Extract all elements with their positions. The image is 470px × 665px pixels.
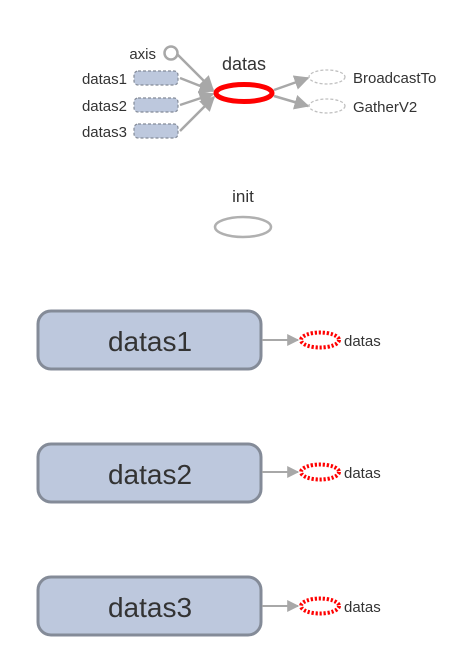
input-label: axis	[129, 46, 156, 63]
placeholder-node-icon	[133, 123, 179, 139]
output-broadcastto[interactable]: BroadcastTo	[308, 69, 436, 87]
constant-node-icon	[163, 45, 179, 61]
output-edges	[273, 75, 310, 110]
node-box	[36, 309, 263, 371]
edge-datas3	[179, 95, 216, 132]
input-label: datas3	[82, 124, 127, 141]
series-node-datas1[interactable]: datas1 datas	[36, 309, 381, 371]
placeholder-node-icon	[133, 97, 179, 113]
input-label: datas1	[82, 71, 127, 88]
output-label: GatherV2	[353, 99, 417, 116]
center-node-datas[interactable]: datas	[213, 54, 275, 104]
target-label: datas	[344, 599, 381, 616]
input-datas3[interactable]: datas3	[82, 123, 179, 141]
target-op-icon	[299, 330, 341, 350]
node-box	[36, 442, 263, 504]
center-node-label: datas	[222, 54, 266, 74]
target-label: datas	[344, 465, 381, 482]
node-label: datas3	[108, 592, 192, 623]
placeholder-node-icon	[133, 70, 179, 86]
dashed-op-node-icon	[308, 98, 346, 114]
input-datas2[interactable]: datas2	[82, 97, 179, 115]
input-datas1[interactable]: datas1	[82, 70, 179, 88]
node-label: datas1	[108, 326, 192, 357]
op-node-ellipse	[213, 82, 275, 104]
dashed-op-node-icon	[308, 69, 346, 85]
edge-datas2	[179, 91, 215, 107]
input-edges	[175, 52, 216, 132]
edge-gatherv2	[273, 94, 310, 110]
edge-datas1	[179, 76, 215, 94]
series-node-datas3[interactable]: datas3 datas	[36, 575, 381, 637]
input-label: datas2	[82, 98, 127, 115]
target-label: datas	[344, 333, 381, 350]
output-gatherv2[interactable]: GatherV2	[308, 98, 417, 116]
init-label: init	[232, 187, 254, 206]
edge-broadcastto	[273, 75, 310, 92]
output-label: BroadcastTo	[353, 70, 436, 87]
input-axis[interactable]: axis	[129, 45, 179, 63]
init-node[interactable]: init	[213, 187, 273, 239]
node-label: datas2	[108, 459, 192, 490]
node-box	[36, 575, 263, 637]
target-op-icon	[299, 462, 341, 482]
target-op-icon	[299, 596, 341, 616]
series-node-datas2[interactable]: datas2 datas	[36, 442, 381, 504]
op-node-ellipse	[213, 215, 273, 239]
